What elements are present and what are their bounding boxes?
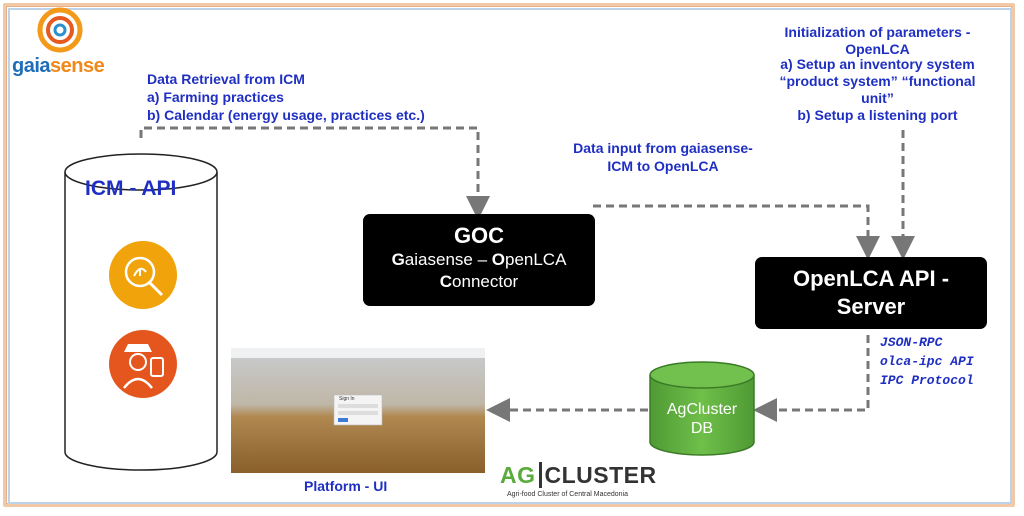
icm-api-title: ICM - API <box>85 177 177 200</box>
agcluster-db-cylinder <box>649 361 755 456</box>
icm-retrieval-text: Data Retrieval from ICM a) Farming pract… <box>147 70 425 124</box>
protocol-json-rpc: JSON-RPC <box>880 335 943 350</box>
server-line1: OpenLCA API - <box>792 266 950 291</box>
agcluster-logo-ag: AG <box>500 462 536 488</box>
gaiasense-logo: gaiasense <box>12 55 105 78</box>
goc-l1-n1: aiasense – <box>404 250 492 269</box>
data-input-line1: Data input from gaiasense- <box>573 140 753 156</box>
agcluster-subtitle: Agri-food Cluster of Central Macedonia <box>507 491 629 498</box>
init-a-line2: “product system” “functional <box>779 73 976 89</box>
goc-box: GOC Gaiasense – OpenLCA Connector <box>363 214 595 306</box>
goc-l2-b: C <box>439 272 453 291</box>
goc-l2-n: onnector <box>452 272 519 291</box>
init-a-line3: unit” <box>861 90 894 106</box>
platform-ui-label: Platform - UI <box>304 478 388 494</box>
server-line2: Server <box>836 294 906 319</box>
logo-part1: gaia <box>12 55 51 77</box>
gaiasense-logo-icon <box>37 7 83 53</box>
init-parameters-text: Initialization of parameters - OpenLCA <box>755 24 1000 58</box>
outer-frame <box>3 3 1015 507</box>
inner-frame <box>8 8 1012 504</box>
protocol-olca-ipc: olca-ipc API <box>880 354 974 369</box>
agcluster-logo-cluster: CLUSTER <box>538 462 657 488</box>
init-steps-text: a) Setup an inventory system “product sy… <box>750 56 1005 124</box>
icm-cylinder <box>64 153 218 471</box>
icm-item-b: b) Calendar (energy usage, practices etc… <box>147 107 425 123</box>
goc-title: GOC <box>453 223 505 248</box>
goc-to-server-connector <box>593 204 880 260</box>
platform-ui-screenshot <box>231 348 485 473</box>
icm-to-goc-connector <box>139 126 490 220</box>
logo-part2: sense <box>50 55 105 77</box>
init-b: b) Setup a listening port <box>797 107 958 123</box>
icm-item-a: a) Farming practices <box>147 89 284 105</box>
goc-line1: Gaiasense – OpenLCA <box>363 249 595 271</box>
goc-l1-b2: O <box>491 250 505 269</box>
icm-retrieval-title: Data Retrieval from ICM <box>147 71 305 87</box>
agcluster-db-label: AgCluster DB <box>650 400 754 438</box>
init-title-line2: OpenLCA <box>845 41 910 57</box>
init-a-line1: a) Setup an inventory system <box>780 56 975 72</box>
platform-window-title: Sign In <box>339 396 355 402</box>
farmer-tablet-icon <box>109 330 177 398</box>
goc-line2: Connector <box>363 271 595 293</box>
init-title-line1: Initialization of parameters - <box>784 24 971 40</box>
protocol-list: JSON-RPC olca-ipc API IPC Protocol <box>880 333 974 390</box>
data-input-line2: ICM to OpenLCA <box>607 158 719 174</box>
openlca-server-box: OpenLCA API - Server <box>755 257 987 329</box>
protocol-ipc: IPC Protocol <box>880 373 974 388</box>
data-input-text: Data input from gaiasense- ICM to OpenLC… <box>548 139 778 175</box>
goc-l1-b1: G <box>391 250 405 269</box>
db-line2: DB <box>690 420 714 437</box>
server-to-db-connector <box>753 335 870 422</box>
farm-search-icon <box>109 241 177 309</box>
db-line1: AgCluster <box>666 401 738 418</box>
goc-l1-n2: penLCA <box>504 250 567 269</box>
